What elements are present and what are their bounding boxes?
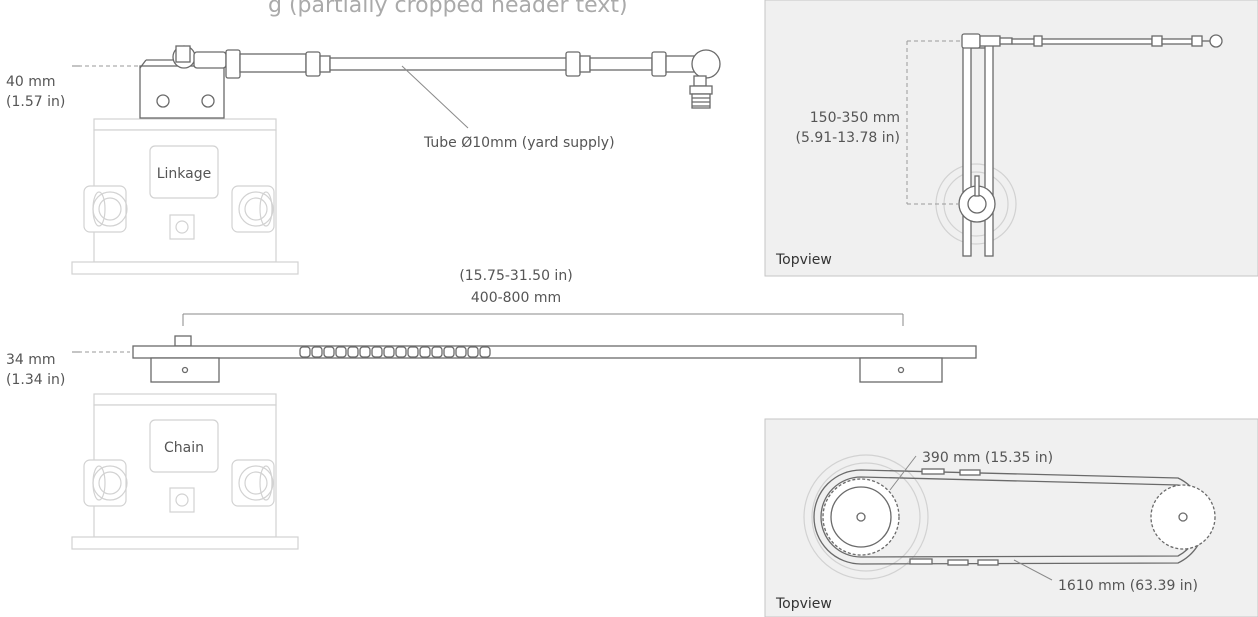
chain-link bbox=[299, 346, 311, 358]
chain-link bbox=[323, 346, 335, 358]
tube-label: Tube Ø10mm (yard supply) bbox=[423, 135, 615, 151]
chain-bar bbox=[132, 335, 977, 383]
chain-link bbox=[407, 346, 419, 358]
linkage-label: Linkage bbox=[157, 166, 212, 182]
chain-topview-links bbox=[909, 468, 999, 566]
linkage-range-mm: 150-350 mm bbox=[810, 110, 900, 126]
chain-link bbox=[383, 346, 395, 358]
chain-links bbox=[299, 346, 491, 358]
linkage-side-view: Linkage bbox=[6, 45, 721, 275]
chain-link bbox=[359, 346, 371, 358]
chain-height-in: (1.34 in) bbox=[6, 372, 65, 388]
chain-span-mm: 400-800 mm bbox=[471, 290, 561, 306]
linkage-arm bbox=[139, 45, 721, 119]
chain-link bbox=[419, 346, 431, 358]
linkage-height-in: (1.57 in) bbox=[6, 94, 65, 110]
chain-topview-label: Topview bbox=[775, 596, 832, 612]
linkage-range-in: (5.91-13.78 in) bbox=[796, 130, 900, 146]
header-title: g (partially cropped header text) bbox=[268, 0, 628, 18]
linkage-height-mm: 40 mm bbox=[6, 74, 56, 90]
chain-link bbox=[347, 346, 359, 358]
linkage-topview-panel: 150-350 mm (5.91-13.78 in) Topview bbox=[764, 0, 1258, 277]
chain-link bbox=[311, 346, 323, 358]
chain-short-length: 390 mm (15.35 in) bbox=[922, 450, 1053, 466]
chain-height-mm: 34 mm bbox=[6, 352, 56, 368]
chain-link bbox=[479, 346, 491, 358]
chain-topview-panel: 390 mm (15.35 in) 1610 mm (63.39 in) Top… bbox=[764, 418, 1258, 617]
chain-label-box bbox=[149, 419, 219, 473]
chain-link bbox=[335, 346, 347, 358]
chain-link bbox=[431, 346, 443, 358]
chain-link bbox=[467, 346, 479, 358]
chain-link bbox=[443, 346, 455, 358]
chain-side-view: (15.75-31.50 in) 400-800 mm Chain bbox=[6, 268, 977, 550]
chain-link bbox=[371, 346, 383, 358]
chain-link bbox=[395, 346, 407, 358]
linkage-label-box bbox=[149, 145, 219, 199]
chain-link bbox=[455, 346, 467, 358]
chain-long-length: 1610 mm (63.39 in) bbox=[1058, 578, 1198, 594]
linkage-topview-label: Topview bbox=[775, 252, 832, 268]
chain-span-in: (15.75-31.50 in) bbox=[459, 268, 572, 284]
chain-label: Chain bbox=[164, 440, 204, 456]
